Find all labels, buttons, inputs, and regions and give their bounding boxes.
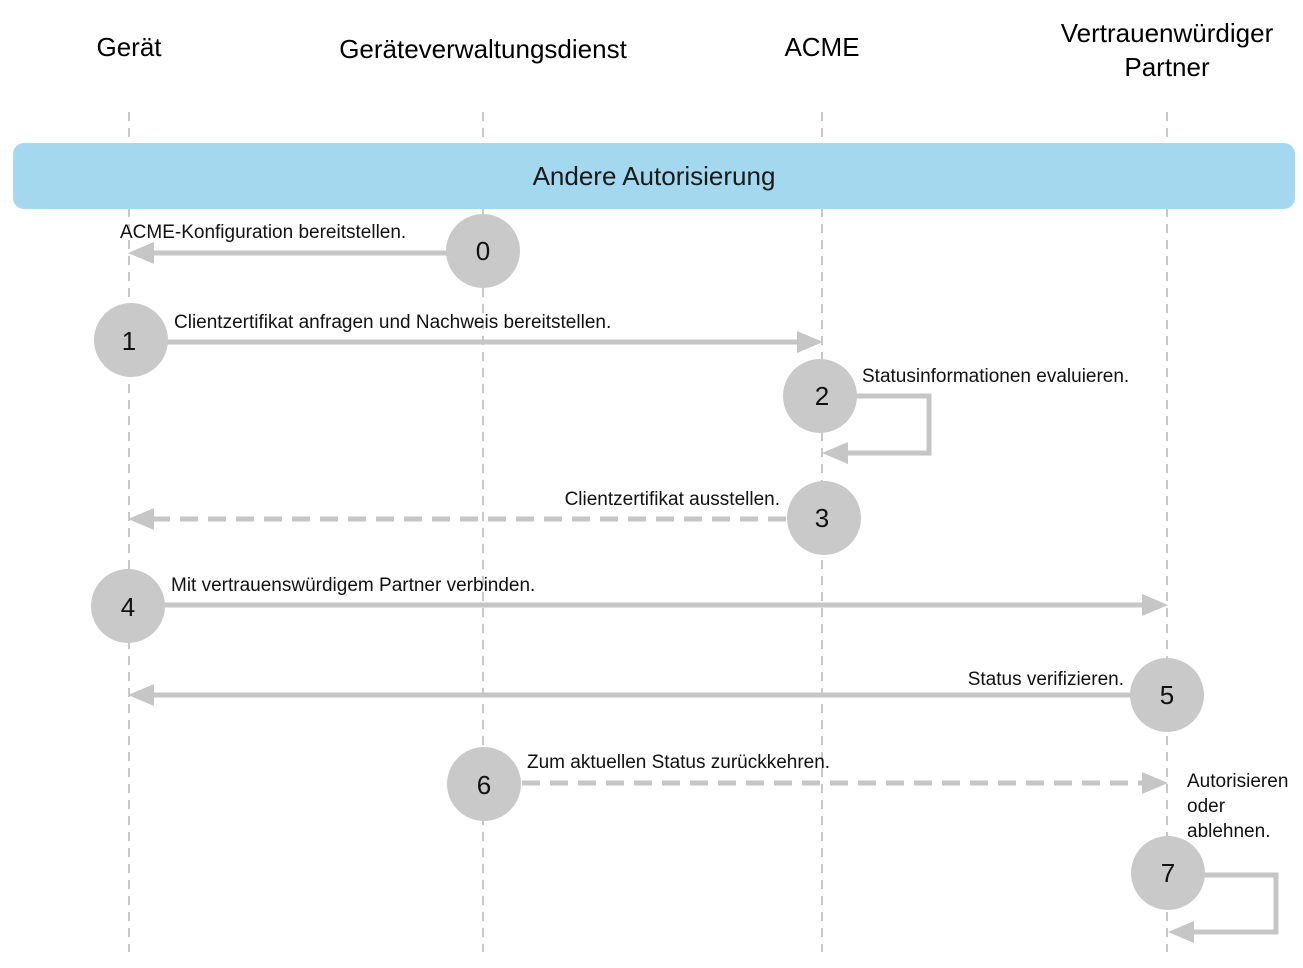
step-3-number: 3	[815, 503, 829, 533]
step-7-label-line1: Autorisieren	[1187, 771, 1288, 792]
arrowhead-step-7	[1168, 921, 1194, 943]
arrow-step-2	[846, 393, 932, 456]
step-4-number: 4	[121, 592, 135, 622]
step-0-badge	[446, 214, 520, 288]
actor-partner-line2: Partner	[1124, 52, 1210, 82]
arrowhead-step-1	[797, 331, 823, 353]
step-7-label-line3: ablehnen.	[1187, 821, 1270, 842]
actor-device: Gerät	[96, 32, 162, 62]
step-2-badge	[783, 359, 857, 433]
step-5-number: 5	[1160, 680, 1174, 710]
step-2-label: Statusinformationen evaluieren.	[862, 366, 1129, 387]
step-6-badge	[447, 747, 521, 821]
step-6-label: Zum aktuellen Status zurückkehren.	[527, 752, 830, 773]
step-4-label: Mit vertrauenswürdigem Partner verbinden…	[171, 575, 535, 596]
step-5-label: Status verifizieren.	[968, 669, 1124, 690]
step-1-number: 1	[122, 326, 136, 356]
step-0-number: 0	[476, 236, 490, 266]
step-5-badge	[1130, 658, 1204, 732]
arrowhead-step-2	[822, 442, 848, 464]
step-7-badge	[1131, 836, 1205, 910]
step-1-badge	[94, 303, 168, 377]
actor-mdm: Geräteverwaltungsdienst	[339, 34, 627, 64]
arrowhead-step-3	[128, 508, 154, 530]
step-7-number: 7	[1161, 858, 1175, 888]
authorization-banner	[13, 143, 1295, 209]
arrowhead-step-4	[1142, 594, 1168, 616]
arrow-step-7	[1192, 872, 1279, 935]
step-4-badge	[91, 569, 165, 643]
arrowhead-step-6	[1142, 772, 1168, 794]
arrowhead-step-5	[128, 684, 154, 706]
step-3-label: Clientzertifikat ausstellen.	[565, 489, 780, 510]
banner-label: Andere Autorisierung	[533, 161, 776, 191]
step-3-badge	[787, 481, 861, 555]
step-7-label-line2: oder	[1187, 796, 1226, 817]
step-2-number: 2	[815, 381, 829, 411]
step-1-label: Clientzertifikat anfragen und Nachweis b…	[174, 312, 611, 333]
arrowhead-step-0	[128, 242, 154, 264]
actor-acme: ACME	[784, 32, 859, 62]
step-6-number: 6	[477, 770, 491, 800]
step-0-label: ACME-Konfiguration bereitstellen.	[120, 222, 406, 243]
actor-partner-line1: Vertrauenwürdiger	[1061, 18, 1274, 48]
